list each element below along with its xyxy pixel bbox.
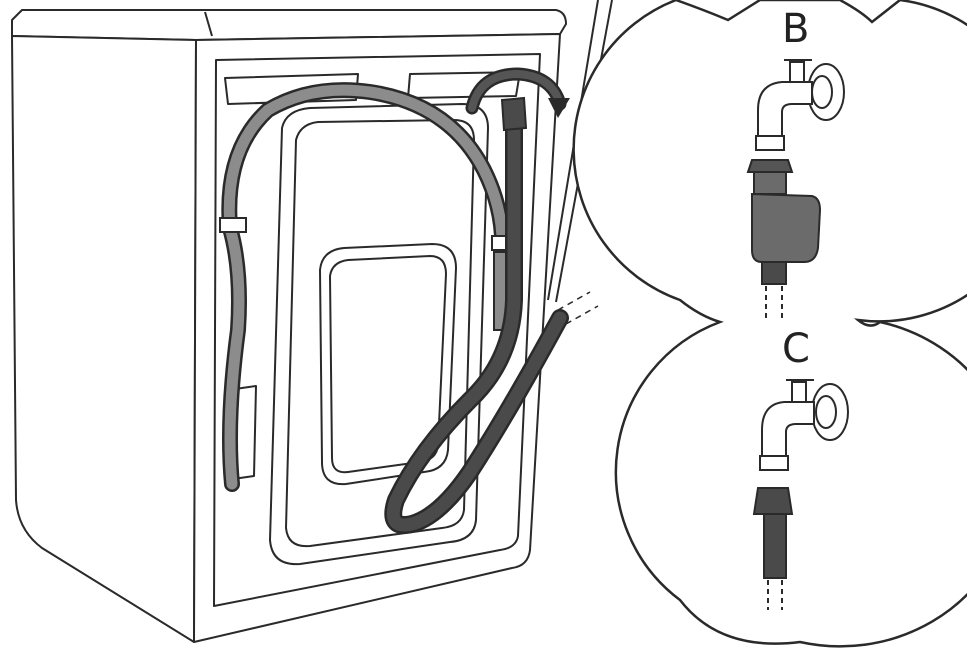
washing-machine: [11, 9, 567, 643]
inlet-hose: [384, 96, 599, 534]
machine-back-panel: [193, 33, 561, 643]
detail-callouts: [572, 0, 967, 648]
detail-b: [746, 59, 845, 318]
detail-c: [752, 379, 849, 610]
label-b: B: [782, 6, 809, 52]
rotation-arrow-icon: [465, 67, 570, 118]
machine-side-panel: [11, 35, 197, 643]
rear-panel: [269, 103, 489, 566]
hose-nut-c: [752, 487, 794, 515]
label-c: C: [782, 326, 810, 372]
access-hatch: [319, 243, 457, 486]
valve-box-b: [751, 192, 822, 263]
